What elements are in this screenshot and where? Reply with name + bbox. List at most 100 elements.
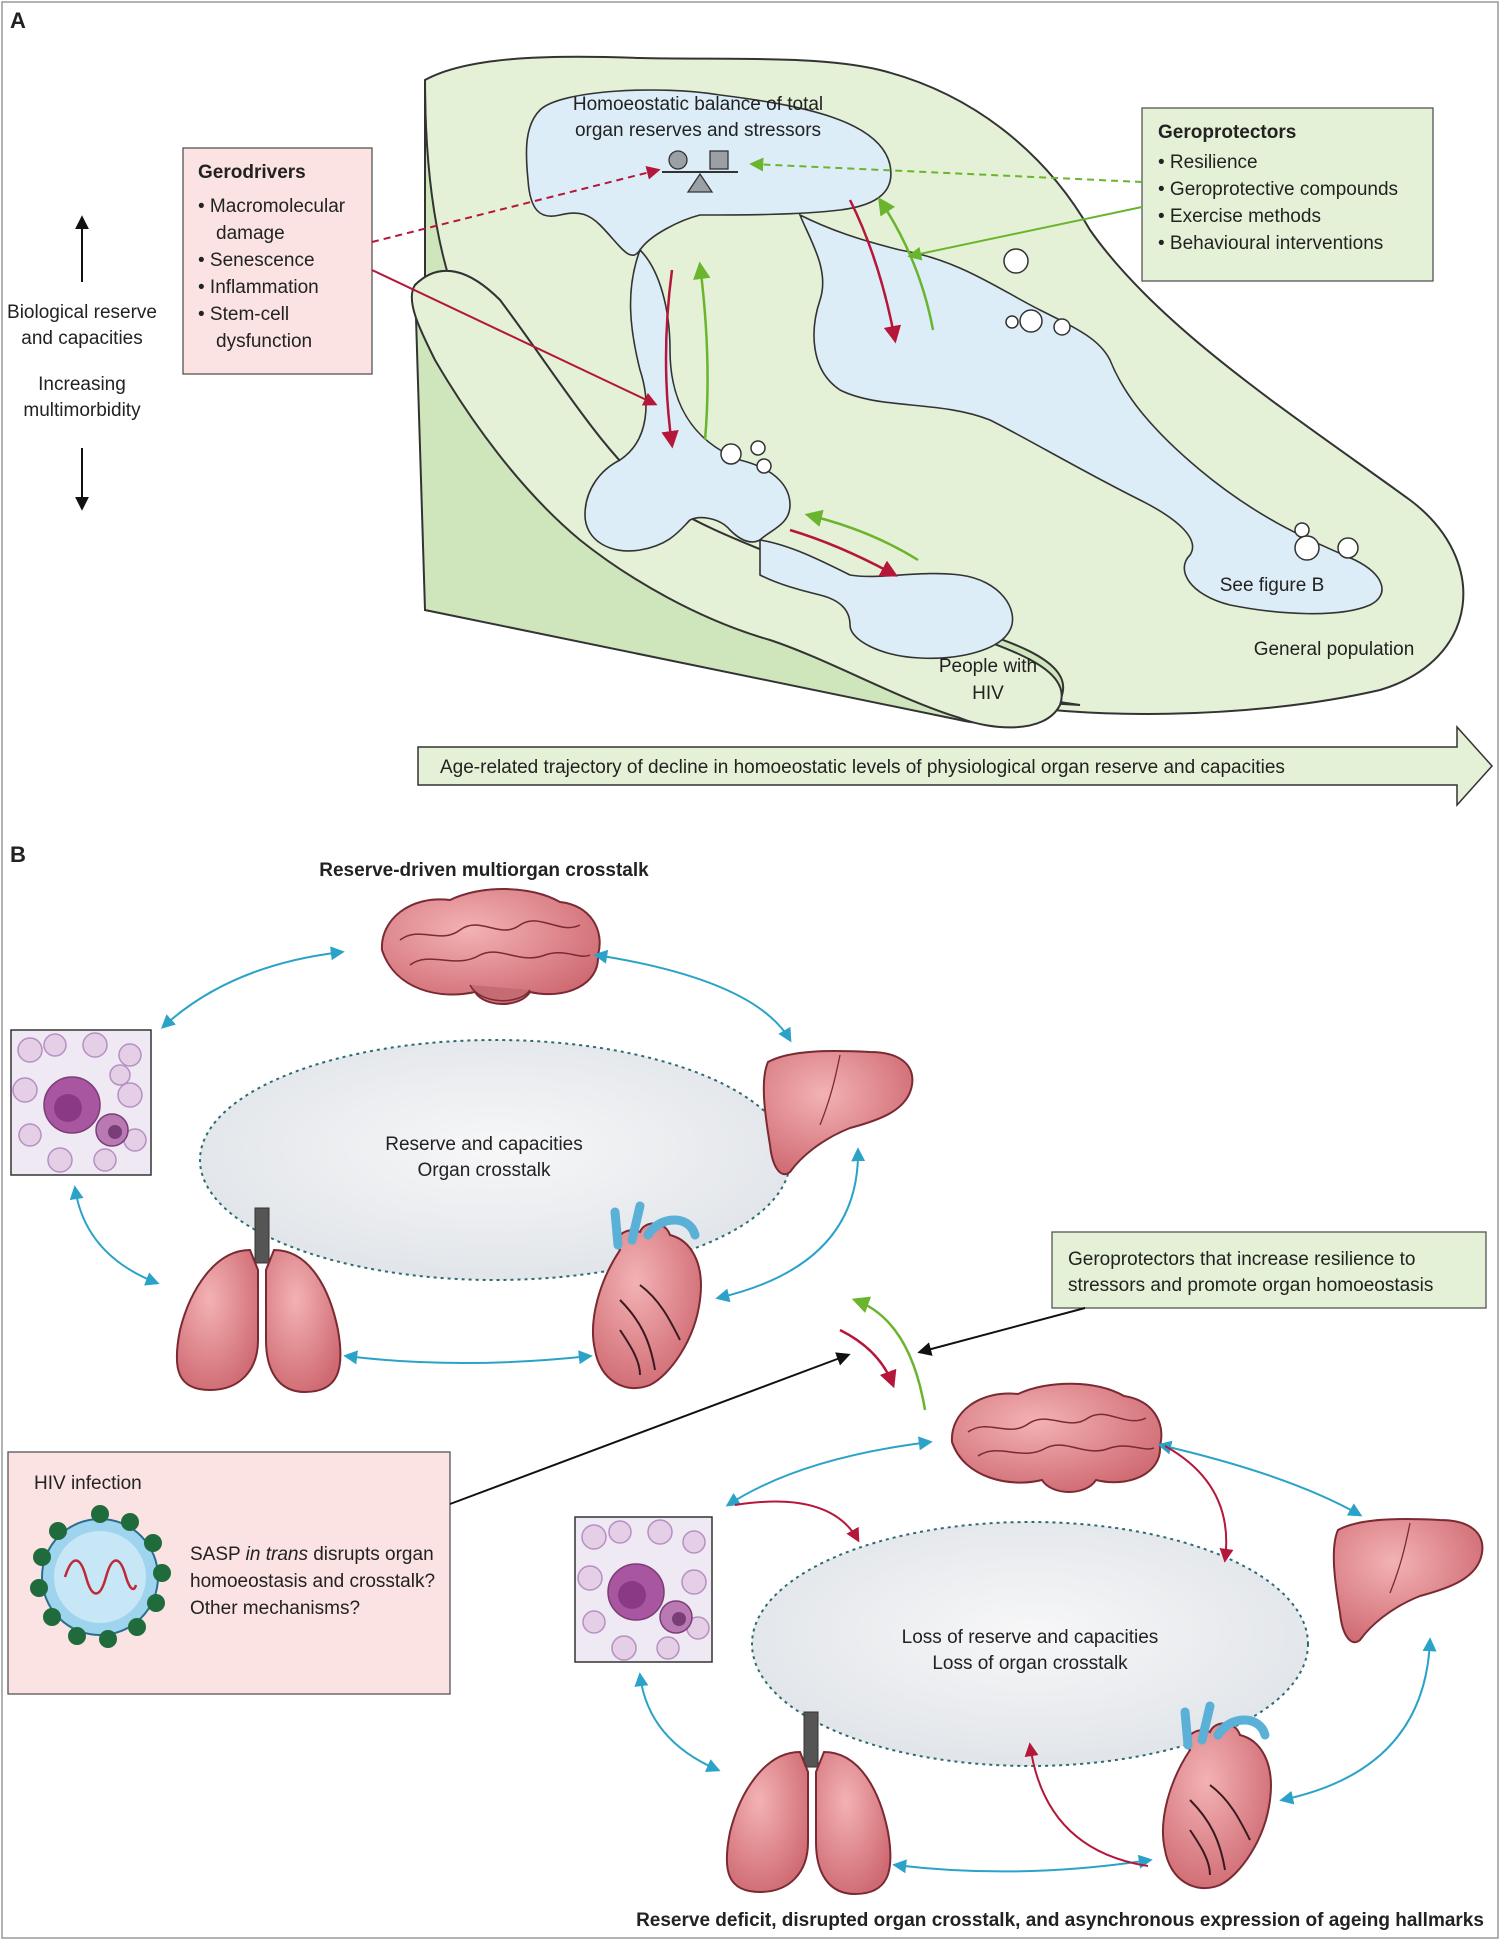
geroprotectors-dashed-arrow: [749, 157, 1143, 183]
geroprotectors-item: • Resilience: [1158, 152, 1258, 173]
gerodrivers-item: • Inflammation: [198, 277, 319, 298]
geroprotectors-b-line1: Geroprotectors that increase resilience …: [1068, 1249, 1415, 1270]
ball: [1005, 315, 1019, 329]
axis-down-label-line1: Increasing: [38, 374, 126, 395]
people-hiv-label-line1: People with: [939, 656, 1037, 677]
gerodrivers-solid-arrow: [371, 269, 658, 406]
cyan-arrow-lungs-heart-bottom: [892, 1854, 1153, 1874]
cyan-arrow-liver-heart: [715, 1147, 866, 1303]
liver-icon-bottom: [1332, 1518, 1484, 1643]
heart-icon-bottom: [1162, 1701, 1272, 1890]
cyan-arrow-brain-liver-bottom: [1157, 1440, 1363, 1517]
top-group-title: Reserve-driven multiorgan crosstalk: [319, 860, 649, 881]
trajectory-arrow: [417, 725, 1494, 807]
geroprotectors-b-line2: stressors and promote organ homoeostasis: [1068, 1275, 1433, 1296]
green-arrow-lower: [804, 509, 919, 562]
ball: [1294, 522, 1310, 538]
bottom-red-arrows: [734, 1445, 1234, 1867]
liver-icon: [762, 1050, 914, 1175]
gerodrivers-item: damage: [216, 223, 285, 244]
panel-b-letter: B: [10, 842, 26, 867]
gerodrivers-item: • Senescence: [198, 250, 315, 271]
see-figure-b-label: See figure B: [1220, 575, 1325, 596]
hiv-line3: Other mechanisms?: [190, 1598, 360, 1619]
lungs-icon: [175, 1207, 342, 1394]
ball: [720, 443, 742, 465]
geroprotectors-b-box-bg: [1051, 1231, 1487, 1309]
geroprotectors-title: Geroprotectors: [1158, 122, 1296, 143]
blood-cells-icon: [10, 1029, 152, 1176]
geroprotectors-box: Geroprotectors • Resilience • Geroprotec…: [1141, 107, 1434, 282]
hiv-line1: SASP in trans disrupts organ: [190, 1544, 434, 1565]
cyan-arrow-blood-brain-bottom: [725, 1436, 933, 1507]
geroprotectors-item: • Exercise methods: [1158, 206, 1321, 227]
cyan-arrow-brain-liver: [593, 949, 792, 1043]
ball: [750, 440, 766, 456]
balance-label-line2: organ reserves and stressors: [575, 120, 821, 141]
gerodrivers-item: dysfunction: [216, 331, 312, 352]
panel-a-letter: A: [10, 8, 26, 33]
gerodrivers-item: • Stem-cell: [198, 304, 289, 325]
general-population-label: General population: [1254, 639, 1415, 660]
axis-up-label-line1: Biological reserve: [7, 302, 157, 323]
geroprotectors-item: • Geroprotective compounds: [1158, 179, 1398, 200]
cyan-arrow-blood-lungs-bottom: [634, 1672, 721, 1773]
blood-cells-icon-bottom: [574, 1516, 713, 1663]
hiv-arrow: [449, 1352, 851, 1505]
hiv-line1-italic: in trans: [246, 1544, 309, 1565]
gerodrivers-dashed-arrow: [371, 165, 661, 243]
red-arrow-brain-ellipse: [1164, 1445, 1234, 1563]
axis-down-label-line2: multimorbidity: [23, 400, 141, 421]
hiv-line1-part-a: SASP: [190, 1544, 246, 1565]
ball: [756, 458, 772, 474]
gerodrivers-title: Gerodrivers: [198, 162, 306, 183]
bottom-cyan-arrows: [634, 1436, 1437, 1874]
ball: [1019, 309, 1043, 333]
balls: [720, 248, 1359, 561]
river-right-branch: [798, 213, 1383, 615]
geroprotectors-b-arrow: [917, 1307, 1086, 1356]
top-cyan-arrows: [69, 946, 866, 1365]
people-hiv-label-line2: HIV: [972, 683, 1004, 704]
top-ellipse-line2: Organ crosstalk: [417, 1160, 551, 1181]
hiv-virus-icon: [30, 1505, 171, 1648]
ball: [1294, 535, 1320, 561]
cyan-arrow-lungs-heart: [343, 1350, 593, 1365]
cyan-arrow-blood-lungs: [69, 1185, 160, 1286]
bottom-group-title: Reserve deficit, disrupted organ crossta…: [636, 1910, 1484, 1931]
panel-a: A Homoeostatic balanc: [7, 8, 1494, 807]
top-ellipse-line1: Reserve and capacities: [385, 1134, 583, 1155]
red-arrow-lower: [789, 528, 899, 577]
river: [525, 89, 1383, 660]
green-arrow-left: [693, 261, 711, 441]
geroprotectors-solid-arrow: [907, 206, 1143, 261]
river-arrows: [661, 197, 935, 577]
balance-label-line1: Homoeostatic balance of total: [573, 94, 823, 115]
ball: [1337, 537, 1359, 559]
cyan-arrow-liver-heart-bottom: [1279, 1637, 1437, 1805]
middle-green-arrow: [851, 1296, 927, 1411]
balance-scale-icon: [662, 150, 738, 193]
red-arrow-blood-ellipse: [734, 1500, 860, 1543]
red-arrow-heart-ellipse: [1024, 1742, 1149, 1867]
cyan-arrow-blood-brain: [160, 946, 345, 1029]
panel-b: B Reserve-driven multiorgan crosstalk Re…: [7, 842, 1487, 1931]
hiv-title: HIV infection: [34, 1473, 142, 1494]
hiv-box: HIV infection SASP in trans disrupts org…: [7, 1451, 451, 1695]
hiv-line2: homoeostasis and crosstalk?: [190, 1571, 435, 1592]
geroprotectors-item: • Behavioural interventions: [1158, 233, 1383, 254]
river-left-branch: [584, 248, 791, 552]
gerodrivers-item: • Macromolecular: [198, 196, 346, 217]
axis-up-label-line2: and capacities: [21, 328, 142, 349]
lungs-icon-bottom: [725, 1711, 892, 1896]
middle-red-arrow: [839, 1328, 897, 1389]
ball: [1003, 248, 1029, 274]
gerodrivers-box-bg: [182, 147, 373, 375]
river-hiv-pool: [759, 539, 1014, 660]
geroprotectors-box-bg: [1141, 107, 1434, 282]
bottom-ellipse-line1: Loss of reserve and capacities: [902, 1627, 1159, 1648]
red-arrow-left: [661, 269, 679, 449]
ball: [1053, 318, 1071, 336]
red-arrow-right: [848, 199, 902, 344]
